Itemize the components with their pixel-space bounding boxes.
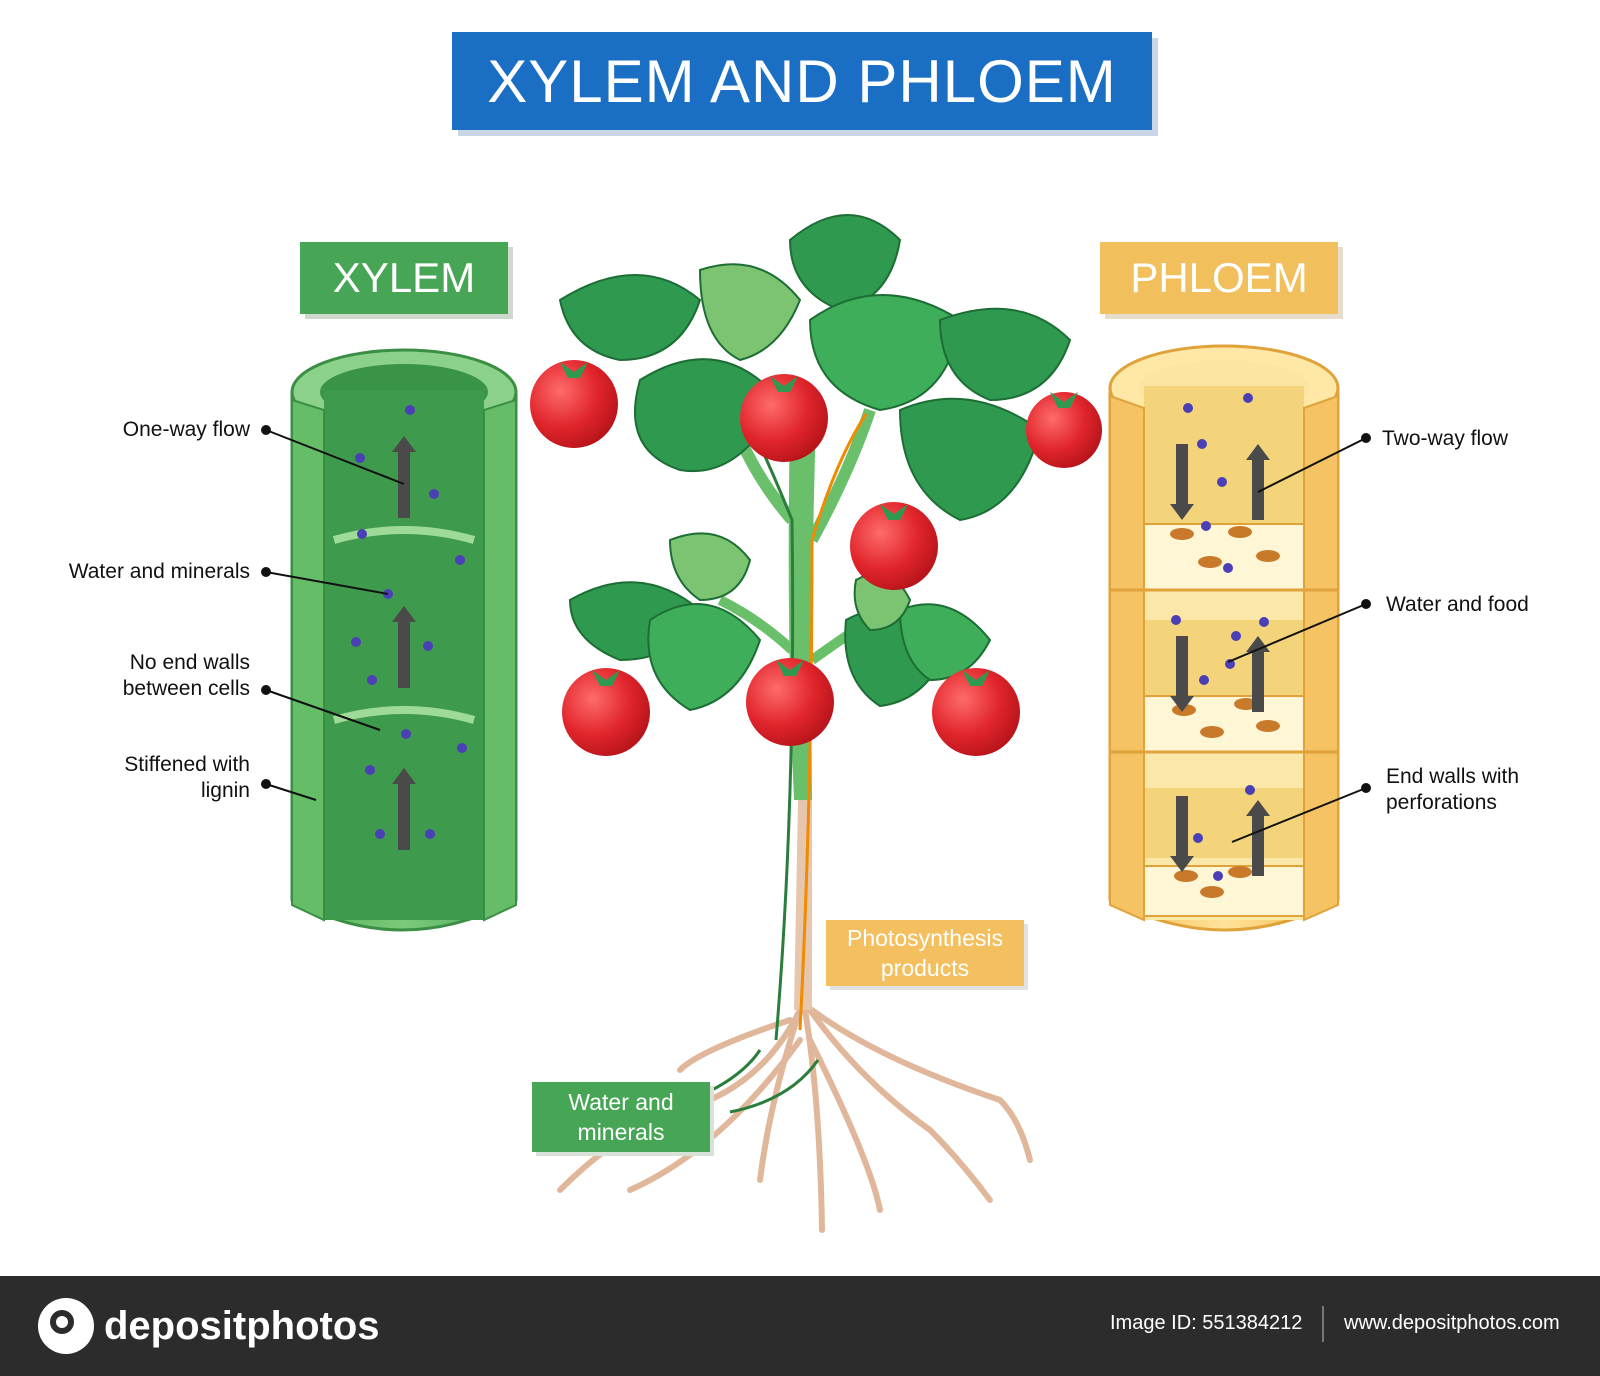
water-minerals-tag: Water and minerals: [532, 1082, 710, 1152]
phloem-callout-end-walls: End walls with perforations: [1386, 765, 1520, 814]
footer-divider: [1322, 1306, 1324, 1342]
phloem-callout-lines: [1227, 433, 1371, 843]
xylem-callout-water-minerals: Water and minerals: [68, 560, 250, 583]
footer-url-link[interactable]: www.depositphotos.com: [1344, 1312, 1560, 1334]
phloem-sieve-tube: [1108, 344, 1340, 932]
xylem-vessel: [290, 348, 518, 932]
phloem-callout-two-way-flow: Two-way flow: [1382, 427, 1509, 450]
image-id: Image ID: 551384212: [1110, 1312, 1303, 1334]
brand[interactable]: depositphotos: [38, 1298, 380, 1354]
photosynthesis-products-tag: Photosynthesis products: [826, 920, 1024, 986]
phloem-label: PHLOEM: [1100, 242, 1338, 314]
brand-name: depositphotos: [104, 1303, 380, 1348]
tomatoes: [530, 360, 1102, 756]
xylem-label: XYLEM: [300, 242, 508, 314]
xylem-callout-no-end-walls: No end walls between cells: [122, 651, 250, 700]
footer-bar: [0, 1276, 1600, 1376]
xylem-callout-lines: [261, 425, 405, 801]
tomato-plant: [530, 214, 1102, 1233]
phloem-callout-water-food: Water and food: [1386, 593, 1529, 616]
camera-logo-icon: [38, 1298, 94, 1354]
page-title: XYLEM AND PHLOEM: [452, 32, 1152, 130]
xylem-callout-one-way-flow: One-way flow: [122, 418, 250, 441]
xylem-callout-lignin: Stiffened with lignin: [124, 753, 250, 802]
